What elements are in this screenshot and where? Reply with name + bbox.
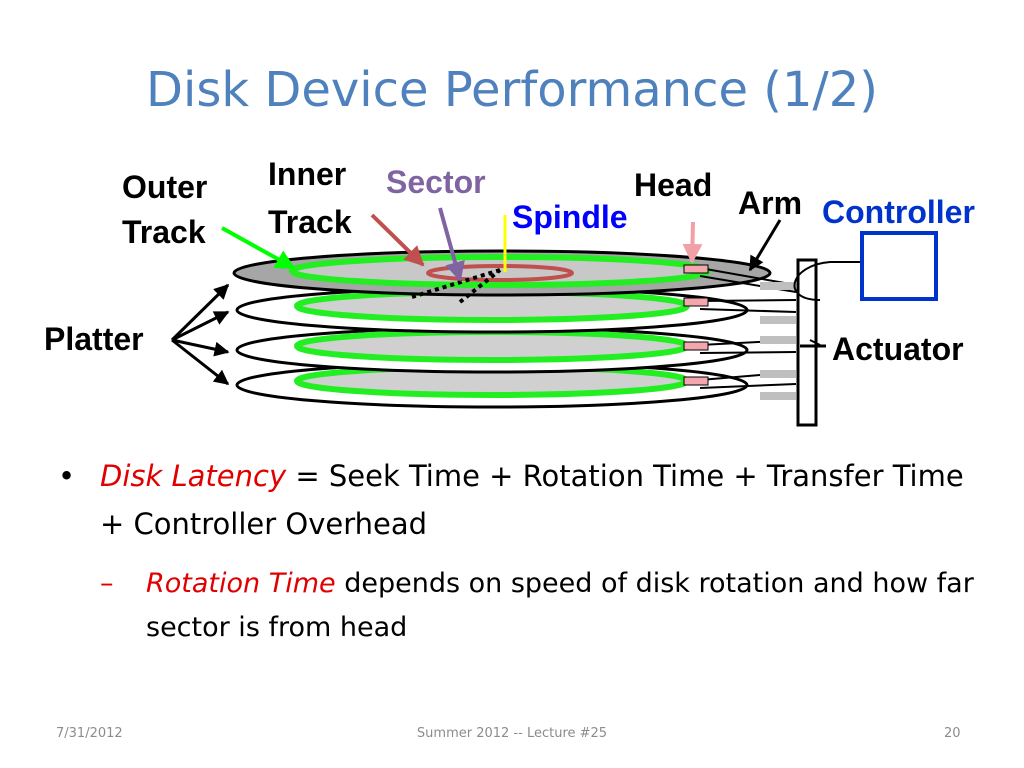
arm-arrow [748,219,782,272]
disk-latency-definition: = Seek Time + Rotation Time + Transfer T… [100,459,964,541]
outer-track-arrow [221,226,296,270]
inner-track-label-line2: Track [268,204,352,240]
footer-center: Summer 2012 -- Lecture #25 [416,726,608,741]
platter-arrows [170,283,230,386]
read-write-heads [683,264,709,386]
rotation-time-term: Rotation Time [146,568,336,599]
footer-date: 7/31/2012 [56,726,123,741]
sector-outline [411,268,502,304]
controller-label: Controller [822,194,975,230]
spindle-label: Spindle [512,199,628,235]
rotation-time-definition: depends on speed of disk rotation and ho… [146,568,974,643]
controller-box [860,231,938,301]
bullet-rotation-time: – Rotation Time depends on speed of disk… [100,562,978,650]
disk-latency-term: Disk Latency [100,459,287,493]
bullet-dot-icon: • [58,459,76,493]
head-arrow [682,221,703,264]
controller-cable [793,261,860,301]
outer-track-label-line1: Outer [122,169,208,205]
platter-3 [235,326,749,374]
footer-page-number: 20 [944,726,961,741]
arm-label: Arm [738,185,803,221]
arms [699,267,797,400]
head-label: Head [634,167,713,203]
inner-track-label-line1: Inner [268,156,347,192]
inner-track-arrow [370,213,425,267]
slide-title: Disk Device Performance (1/2) [146,62,878,118]
bullet-disk-latency: • Disk Latency = Seek Time + Rotation Ti… [58,452,978,548]
actuator-label: Actuator [832,331,964,367]
sector-arrow [438,207,465,282]
outer-track-label-line2: Track [122,214,206,250]
platter-label: Platter [44,321,144,357]
dash-icon: – [100,568,114,599]
inner-track-ring [426,264,574,282]
sector-label: Sector [386,164,486,200]
bullet-list: • Disk Latency = Seek Time + Rotation Ti… [58,452,978,650]
